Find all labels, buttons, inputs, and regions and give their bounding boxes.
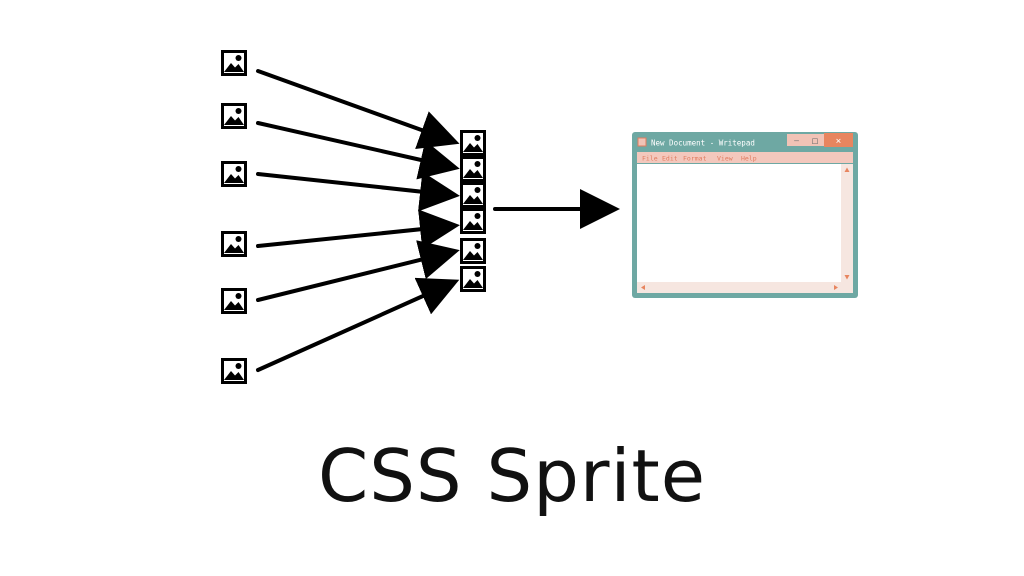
menu-item-format[interactable]: Format (683, 155, 707, 163)
scroll-up-icon[interactable] (844, 167, 850, 173)
writepad-window: New Document - Writepad — □ ✕ File Edit … (632, 132, 858, 298)
source-image-icon-2 (221, 103, 247, 129)
source-image-icon-6 (221, 358, 247, 384)
menu-item-help[interactable]: Help (741, 155, 757, 163)
menu-bar (637, 152, 853, 163)
source-image-icon-1 (221, 50, 247, 76)
scroll-right-icon[interactable] (834, 285, 838, 290)
maximize-button[interactable] (806, 134, 824, 146)
merge-arrows (256, 69, 460, 372)
arrow-4 (256, 209, 460, 250)
scroll-down-icon[interactable] (844, 275, 850, 280)
maximize-glyph: □ (812, 137, 818, 147)
close-button[interactable] (824, 133, 853, 147)
sprite-image-icon-5 (460, 238, 486, 264)
sprite-image-icon-1 (460, 130, 486, 156)
arrow-1 (256, 69, 460, 149)
menu-item-edit[interactable]: Edit (662, 155, 678, 163)
source-image-icon-5 (221, 288, 247, 314)
sprite-image-icon-2 (460, 156, 486, 182)
sprite-image-icon-4 (460, 208, 486, 234)
app-icon (637, 137, 647, 147)
arrow-6 (256, 277, 460, 372)
sprite-sheet (460, 130, 486, 292)
arrow-5 (256, 240, 460, 302)
source-image-icon-3 (221, 161, 247, 187)
horizontal-scrollbar[interactable] (637, 282, 853, 293)
source-image-icon-4 (221, 231, 247, 257)
diagram-title: CSS Sprite (317, 434, 707, 518)
scroll-left-icon[interactable] (641, 285, 645, 290)
arrow-3 (256, 171, 460, 212)
arrow-2 (256, 121, 460, 180)
source-icons (221, 50, 247, 384)
close-glyph: ✕ (836, 137, 841, 147)
menu-item-file[interactable]: File (642, 155, 658, 163)
vertical-scrollbar[interactable] (841, 164, 853, 282)
sprite-image-icon-6 (460, 266, 486, 292)
minimize-glyph: — (794, 136, 799, 145)
sprite-image-icon-3 (460, 182, 486, 208)
window-title: New Document - Writepad (651, 139, 755, 148)
menu-item-view[interactable]: View (717, 155, 733, 163)
minimize-button[interactable] (787, 134, 806, 146)
document-area[interactable] (637, 164, 841, 282)
